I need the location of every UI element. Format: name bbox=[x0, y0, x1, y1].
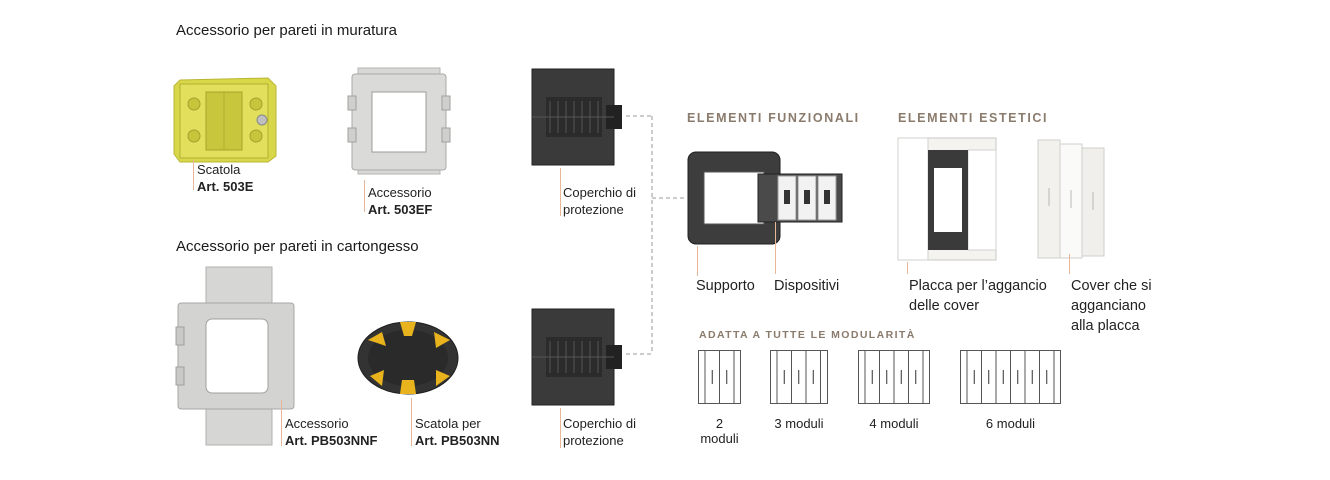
module-3: 3 moduli bbox=[770, 350, 828, 431]
cover-top-line1: Coperchio di bbox=[563, 185, 636, 200]
cover-top-image bbox=[531, 68, 622, 166]
plate-line2: delle cover bbox=[909, 298, 980, 314]
box-503e-code: Art. 503E bbox=[197, 179, 254, 194]
cover-bottom-leader bbox=[560, 408, 561, 448]
frame-pb503nnf-name: Accessorio bbox=[285, 416, 349, 431]
cover-bottom-image bbox=[531, 308, 622, 406]
box-pb503nn-code: Art. PB503NN bbox=[415, 433, 500, 448]
covers-caption: Cover che si agganciano alla placca bbox=[1071, 276, 1152, 336]
box-503e-name: Scatola bbox=[197, 162, 241, 177]
cover-top-leader bbox=[560, 168, 561, 216]
functional-heading: ELEMENTI FUNZIONALI bbox=[687, 111, 860, 125]
plate-image bbox=[897, 137, 997, 261]
devices-leader bbox=[775, 222, 776, 274]
module-2: 2 moduli bbox=[698, 350, 741, 446]
support-devices-image bbox=[687, 151, 843, 245]
frame-pb503nnf-code: Art. PB503NNF bbox=[285, 433, 378, 448]
cover-top-caption: Coperchio di protezione bbox=[563, 184, 636, 218]
plate-caption: Placca per l’aggancio delle cover bbox=[909, 276, 1047, 316]
box-pb503nn-name: Scatola per bbox=[415, 416, 481, 431]
box-pb503nn-caption: Scatola per Art. PB503NN bbox=[415, 415, 500, 449]
module-label-4: 4 moduli bbox=[869, 416, 919, 431]
frame-503ef-caption: Accessorio Art. 503EF bbox=[368, 184, 432, 218]
module-label-6: 6 moduli bbox=[985, 416, 1036, 431]
masonry-title: Accessorio per pareti in muratura bbox=[176, 22, 397, 39]
frame-pb503nnf-leader bbox=[281, 400, 282, 446]
covers-leader bbox=[1069, 254, 1070, 274]
box-503e-caption: Scatola Art. 503E bbox=[197, 161, 253, 195]
aesthetic-heading: ELEMENTI ESTETICI bbox=[898, 111, 1049, 125]
frame-503ef-leader bbox=[364, 180, 365, 212]
frame-503ef-code: Art. 503EF bbox=[368, 202, 433, 217]
drywall-title: Accessorio per pareti in cartongesso bbox=[176, 238, 419, 255]
frame-503ef-image bbox=[347, 67, 451, 175]
module-label-3: 3 moduli bbox=[774, 416, 824, 431]
cover-bottom-line1: Coperchio di bbox=[563, 416, 636, 431]
devices-label: Dispositivi bbox=[774, 278, 840, 294]
covers-line1: Cover che si bbox=[1071, 278, 1152, 294]
cover-bottom-line2: protezione bbox=[563, 433, 624, 448]
cover-bottom-caption: Coperchio di protezione bbox=[563, 415, 636, 449]
module-plate-4 bbox=[858, 350, 930, 404]
frame-pb503nnf-caption: Accessorio Art. PB503NNF bbox=[285, 415, 377, 449]
covers-line3: alla placca bbox=[1071, 318, 1140, 334]
plate-line1: Placca per l’aggancio bbox=[909, 278, 1047, 294]
box-pb503nn-leader bbox=[411, 398, 412, 446]
box-pb503nn-image bbox=[357, 321, 459, 395]
cover-top-line2: protezione bbox=[563, 202, 624, 217]
plate-leader bbox=[907, 262, 908, 274]
module-6: 6 moduli bbox=[960, 350, 1061, 431]
module-label-2: 2 moduli bbox=[700, 416, 739, 446]
support-label: Supporto bbox=[696, 278, 755, 294]
frame-503ef-name: Accessorio bbox=[368, 185, 432, 200]
dashed-connector bbox=[626, 115, 686, 355]
modularity-heading: ADATTA A TUTTE LE MODULARITÀ bbox=[699, 329, 916, 341]
box-503e-image bbox=[173, 77, 277, 163]
covers-image bbox=[1037, 139, 1105, 259]
box-503e-leader bbox=[193, 160, 194, 190]
module-plate-6 bbox=[960, 350, 1061, 404]
support-leader bbox=[697, 246, 698, 276]
module-plate-2 bbox=[698, 350, 741, 404]
frame-pb503nnf-image bbox=[175, 266, 295, 446]
module-plate-3 bbox=[770, 350, 828, 404]
covers-line2: agganciano bbox=[1071, 298, 1146, 314]
module-4: 4 moduli bbox=[858, 350, 930, 431]
